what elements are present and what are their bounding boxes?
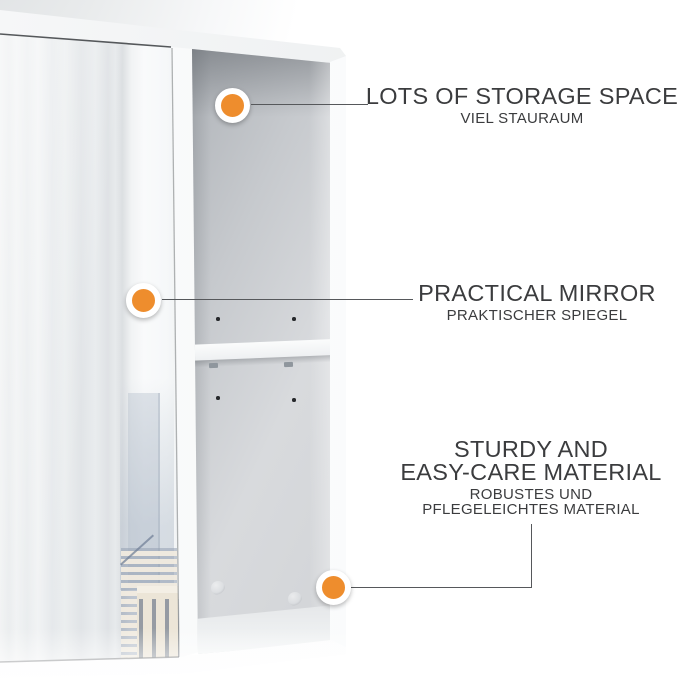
callout-subtitle: VIEL STAURAUM <box>460 110 584 127</box>
shelf-pin-hole <box>292 398 296 402</box>
bottom-fade <box>0 628 700 700</box>
mounting-hole <box>211 581 225 595</box>
callout-line <box>162 299 413 301</box>
shelf-support-clip <box>283 361 294 368</box>
callout-title: STURDY AND <box>453 436 609 462</box>
feature-marker-icon <box>215 88 250 123</box>
shelf-support-clip <box>208 362 219 369</box>
feature-marker-icon <box>126 283 161 318</box>
callout-line <box>351 587 532 589</box>
callout-material: STURDY AND EASY-CARE MATERIAL ROBUSTES U… <box>400 436 662 518</box>
mirror-sheen <box>0 34 180 666</box>
callout-storage-space: LOTS OF STORAGE SPACE VIEL STAURAUM <box>365 83 679 127</box>
callout-title: PRACTICAL MIRROR <box>418 280 656 306</box>
callout-subtitle: PRAKTISCHER SPIEGEL <box>446 307 628 324</box>
cabinet-open-shelf-interior <box>192 49 331 654</box>
shelf-pin-hole <box>292 317 296 321</box>
callout-subtitle: ROBUSTES UND <box>469 486 593 503</box>
shelf-pin-hole <box>216 396 220 400</box>
callout-line <box>531 524 533 588</box>
callout-line <box>251 104 368 106</box>
mounting-hole <box>288 592 302 606</box>
callout-title: EASY-CARE MATERIAL <box>400 459 662 485</box>
callout-practical-mirror: PRACTICAL MIRROR PRAKTISCHER SPIEGEL <box>418 280 656 324</box>
callout-subtitle: PFLEGELEICHTES MATERIAL <box>422 501 640 518</box>
feature-marker-icon <box>316 570 351 605</box>
shelf-pin-hole <box>216 317 220 321</box>
mirror-door <box>0 34 180 666</box>
callout-title: LOTS OF STORAGE SPACE <box>365 83 679 109</box>
